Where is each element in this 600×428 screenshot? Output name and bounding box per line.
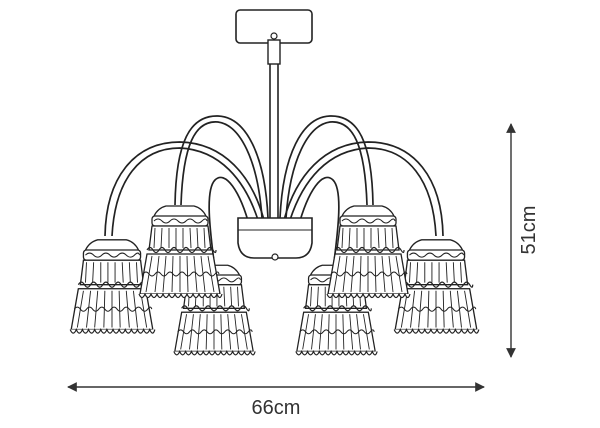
- width-dimension: 66cm: [67, 382, 485, 419]
- chandelier-arms: [104, 115, 444, 263]
- height-dimension: 51cm: [506, 123, 540, 358]
- center-hub: [237, 217, 313, 261]
- shade-inner-right: [326, 205, 411, 299]
- stem: [267, 39, 281, 218]
- height-label: 51cm: [518, 206, 540, 255]
- width-label: 66cm: [252, 397, 301, 419]
- ceiling-canopy: [235, 9, 313, 44]
